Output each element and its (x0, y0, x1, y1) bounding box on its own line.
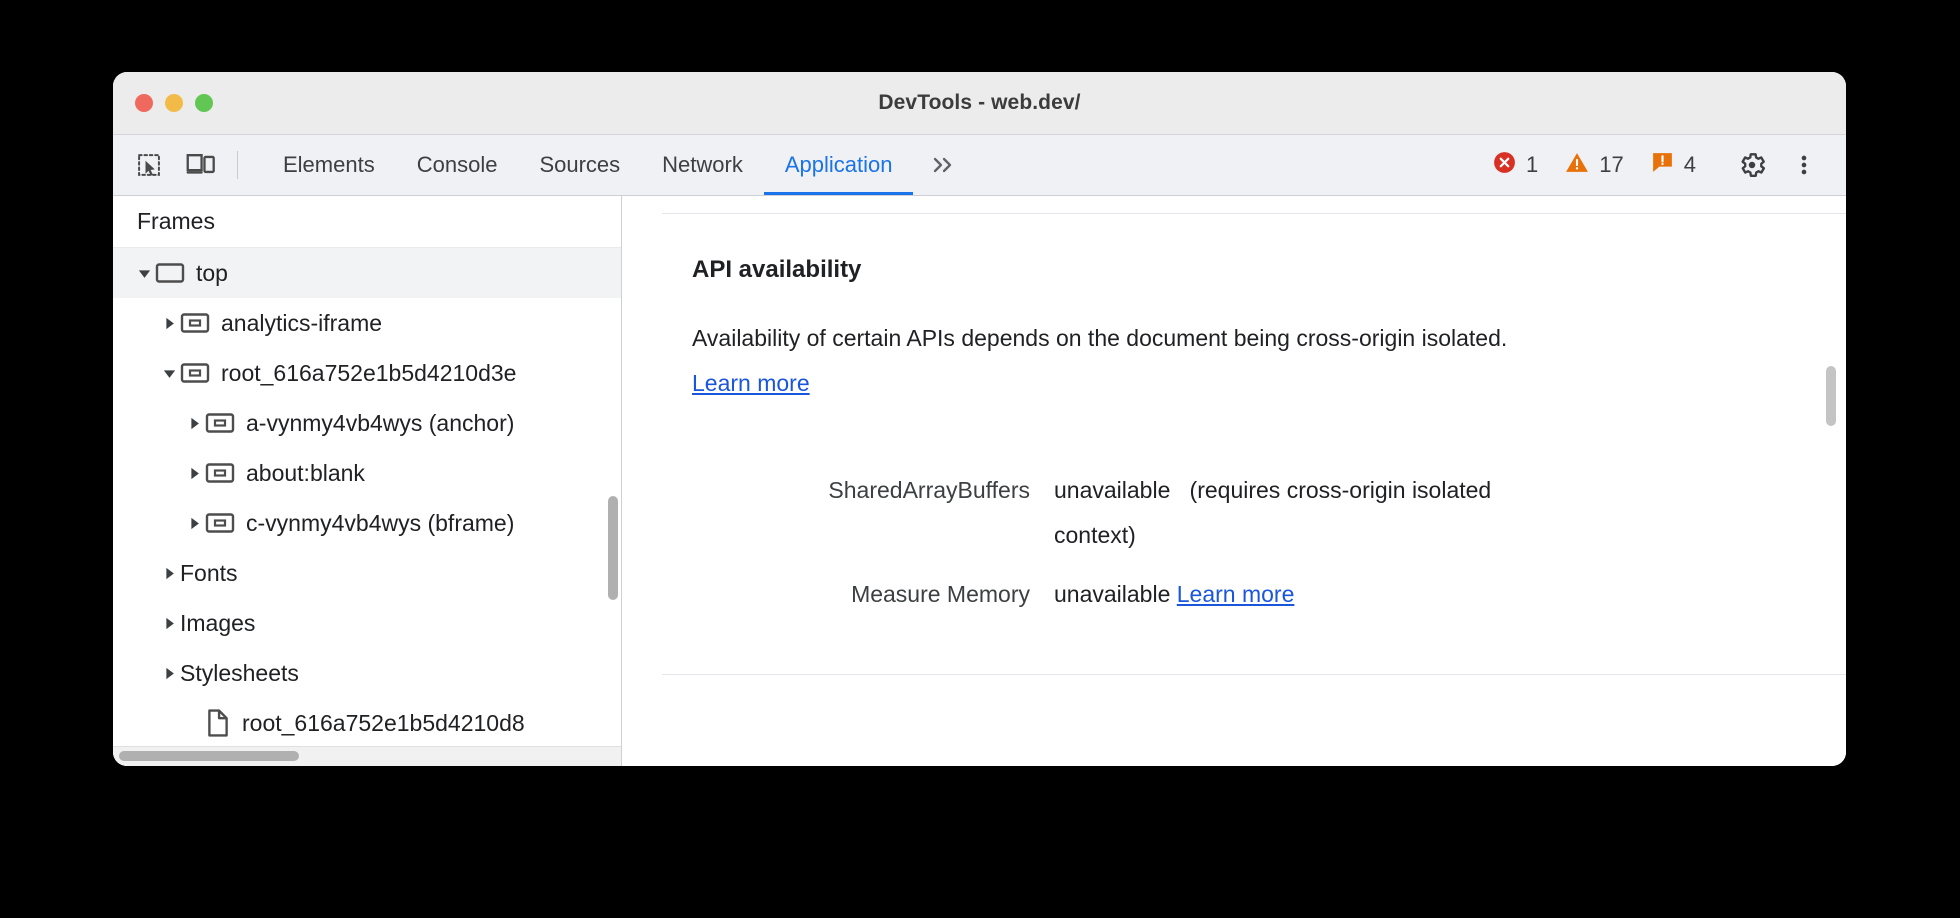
measure-memory-learn-more-link[interactable]: Learn more (1176, 580, 1295, 607)
chevron-down-icon[interactable] (158, 366, 180, 381)
page-title: API availability (692, 256, 862, 283)
iframe-icon (180, 311, 210, 335)
section-description: Availability of certain APIs depends on … (692, 316, 1572, 406)
error-icon (1492, 150, 1517, 181)
tree-item-label: Fonts (180, 559, 238, 586)
sidebar-horizontal-scrollbar[interactable] (119, 751, 299, 761)
application-main-panel: API availability Availability of certain… (622, 196, 1846, 766)
tab-network[interactable]: Network (641, 135, 764, 195)
tree-item-top[interactable]: top (113, 248, 621, 298)
toolbar-right-group: 1 17 (1479, 135, 1846, 195)
tree-item-label: c-vynmy4vb4wys (bframe) (246, 509, 515, 536)
sidebar-vertical-scrollbar[interactable] (608, 496, 618, 600)
warning-counter[interactable]: 17 (1551, 150, 1636, 181)
tree-item-label: root_616a752e1b5d4210d8 (242, 709, 525, 736)
learn-more-link[interactable]: Learn more (692, 369, 810, 396)
tree-item-fonts[interactable]: Fonts (113, 548, 621, 598)
tree-item-label: Stylesheets (180, 659, 299, 686)
devtools-body: Frames top (113, 196, 1846, 766)
iframe-icon (180, 361, 210, 385)
table-row: Measure Memory unavailable Learn more (692, 572, 1572, 617)
chevron-down-icon[interactable] (133, 266, 155, 281)
tab-elements[interactable]: Elements (262, 135, 396, 195)
api-name: SharedArrayBuffers (828, 477, 1030, 503)
section-divider-top (662, 213, 1846, 214)
more-tabs-chevron-icon[interactable] (913, 135, 971, 195)
api-status: unavailable (requires cross-origin isola… (1054, 468, 1572, 558)
minimize-window-button[interactable] (165, 94, 183, 112)
chevron-right-icon[interactable] (158, 616, 180, 631)
chevron-right-icon[interactable] (183, 466, 205, 481)
panel-tabs: Elements Console Sources Network Applica… (262, 135, 971, 195)
tree-item-about-blank[interactable]: about:blank (113, 448, 621, 498)
chevron-right-icon[interactable] (158, 666, 180, 681)
frames-tree: top analytics-iframe (113, 248, 621, 748)
tree-item-root-frame[interactable]: root_616a752e1b5d4210d3e (113, 348, 621, 398)
chevron-right-icon[interactable] (183, 516, 205, 531)
tab-label: Console (416, 152, 498, 177)
tab-console[interactable]: Console (396, 135, 519, 195)
error-counter[interactable]: 1 (1479, 150, 1551, 181)
description-text: Availability of certain APIs depends on … (692, 325, 1508, 351)
tab-sources[interactable]: Sources (518, 135, 641, 195)
issue-count: 4 (1683, 152, 1696, 177)
tab-label: Sources (539, 152, 621, 177)
tree-item-images[interactable]: Images (113, 598, 621, 648)
close-window-button[interactable] (135, 94, 153, 112)
window-title-bar: DevTools - web.dev/ (113, 72, 1846, 135)
chevron-right-icon[interactable] (158, 316, 180, 331)
maximize-window-button[interactable] (195, 94, 213, 112)
api-status-note: (requires cross-origin isolated context) (1054, 477, 1492, 548)
api-status-value: unavailable (1054, 580, 1171, 607)
tree-item-anchor-frame[interactable]: a-vynmy4vb4wys (anchor) (113, 398, 621, 448)
gear-icon[interactable] (1726, 150, 1778, 180)
tab-label: Network (662, 152, 743, 177)
api-name: Measure Memory (851, 580, 1030, 607)
warning-icon (1564, 150, 1590, 181)
tab-application[interactable]: Application (763, 135, 914, 195)
tree-item-label: root_616a752e1b5d4210d3e (221, 359, 517, 386)
error-count: 1 (1526, 152, 1539, 177)
frames-header: Frames (113, 196, 621, 248)
window-title: DevTools - web.dev/ (878, 91, 1081, 114)
api-status-value: unavailable (1054, 477, 1171, 503)
section-divider-bottom (662, 674, 1846, 675)
iframe-icon (205, 411, 235, 435)
chevron-right-icon[interactable] (158, 566, 180, 581)
tree-item-label: Images (180, 609, 256, 636)
table-row: SharedArrayBuffers unavailable (requires… (692, 468, 1572, 558)
tab-label: Application (784, 152, 893, 177)
toolbar-left-group (113, 135, 248, 195)
devtools-toolbar: Elements Console Sources Network Applica… (113, 135, 1846, 196)
tree-item-label: top (196, 259, 228, 286)
main-vertical-scrollbar[interactable] (1826, 366, 1836, 426)
frames-sidebar: Frames top (113, 196, 622, 766)
tree-item-analytics-iframe[interactable]: analytics-iframe (113, 298, 621, 348)
toolbar-divider (237, 151, 238, 179)
iframe-icon (205, 461, 235, 485)
devtools-window: DevTools - web.dev/ (113, 72, 1846, 766)
tree-item-label: a-vynmy4vb4wys (anchor) (246, 409, 515, 436)
api-status: unavailable Learn more (1054, 572, 1572, 617)
tree-item-label: about:blank (246, 459, 365, 486)
document-icon (205, 709, 231, 737)
chevron-right-icon[interactable] (183, 416, 205, 431)
tree-item-label: analytics-iframe (221, 309, 383, 336)
inspect-element-icon[interactable] (123, 135, 175, 195)
issue-icon (1650, 150, 1675, 181)
tree-item-stylesheets[interactable]: Stylesheets (113, 648, 621, 698)
tree-item-bframe[interactable]: c-vynmy4vb4wys (bframe) (113, 498, 621, 548)
issue-counter[interactable]: 4 (1637, 150, 1709, 181)
traffic-lights (135, 94, 213, 112)
tab-label: Elements (283, 152, 375, 177)
frame-top-icon (155, 261, 185, 285)
kebab-menu-icon[interactable] (1778, 151, 1830, 179)
iframe-icon (205, 511, 235, 535)
api-availability-table: SharedArrayBuffers unavailable (requires… (692, 468, 1572, 631)
device-toolbar-icon[interactable] (175, 135, 227, 195)
warning-count: 17 (1599, 152, 1624, 177)
tree-item-document[interactable]: root_616a752e1b5d4210d8 (113, 698, 621, 748)
